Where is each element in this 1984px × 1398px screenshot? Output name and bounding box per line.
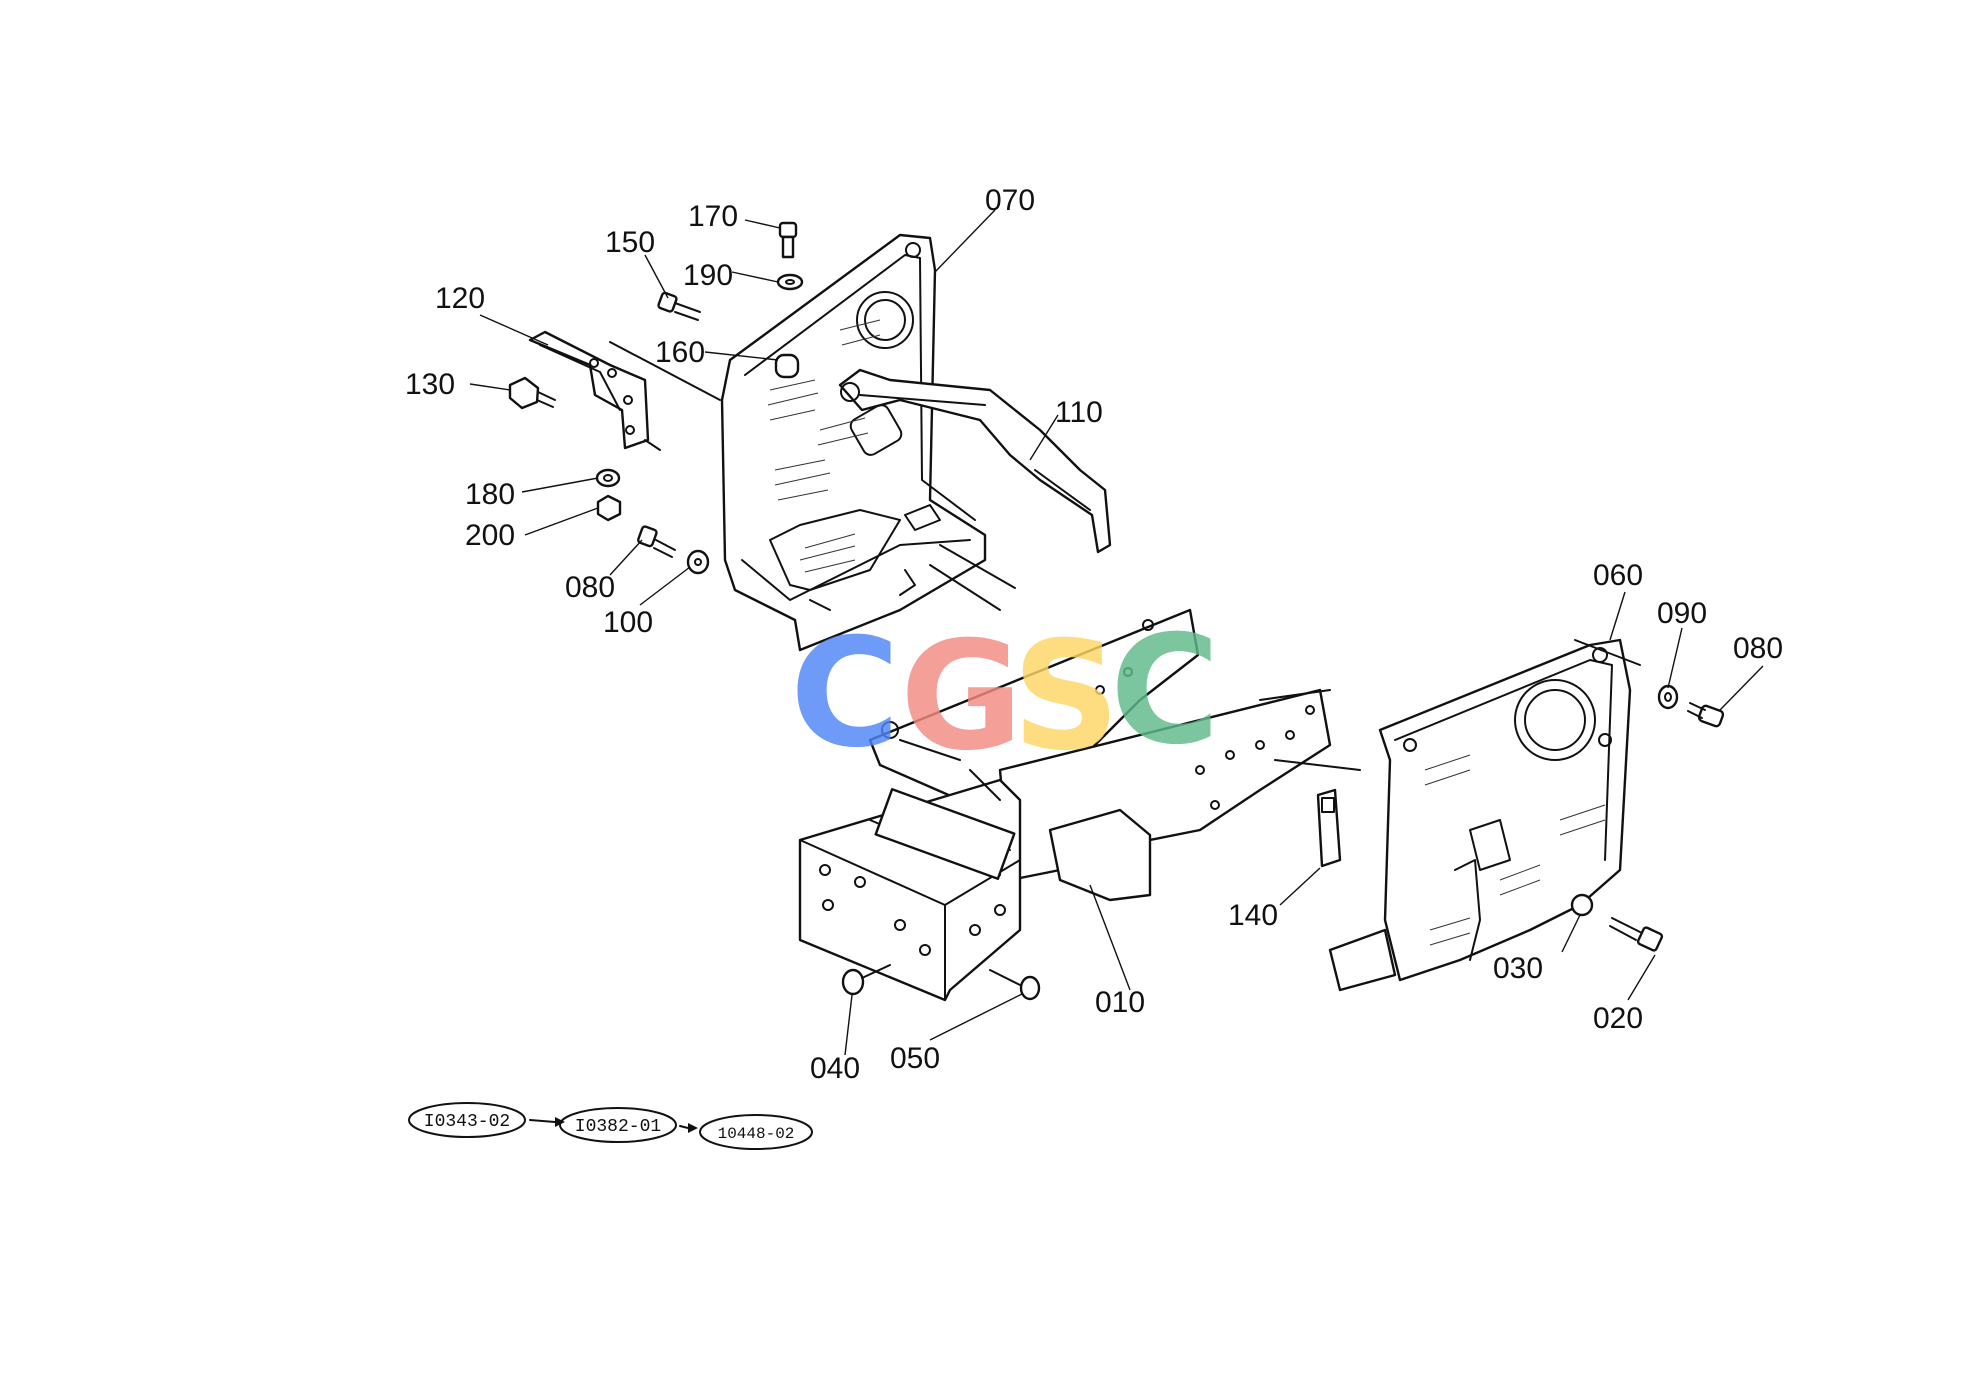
fasteners-left [508,221,804,575]
watermark-letter-3: S [1012,610,1120,784]
revision-code-2: I0382-01 [575,1117,661,1137]
label-050: 050 [890,1042,940,1075]
left-step-plate-070 [720,233,1016,652]
label-160: 160 [655,336,705,369]
label-170: 170 [688,200,738,233]
label-190: 190 [683,259,733,292]
revision-code-1: I0343-02 [424,1112,510,1132]
label-140: 140 [1228,899,1278,932]
label-030: 030 [1493,952,1543,985]
step-bracket-110 [838,368,1112,554]
label-200: 200 [465,519,515,552]
label-040: 040 [810,1052,860,1085]
label-080-right: 080 [1733,632,1783,665]
part-number-labels: 170 070 190 150 120 160 130 110 180 200 … [405,184,1783,1085]
watermark-letter-2: G [900,610,1023,784]
bracket-120 [528,330,721,451]
leader-lines [469,209,1764,1056]
label-090: 090 [1657,597,1707,630]
label-020: 020 [1593,1002,1643,1035]
strap-140 [1316,788,1342,868]
label-070: 070 [985,184,1035,217]
revision-code-3: 10448-02 [718,1125,795,1143]
label-110: 110 [1055,396,1103,429]
label-080-left: 080 [565,571,615,604]
label-060: 060 [1593,559,1643,592]
right-step-plate-060 [1328,638,1641,992]
label-150: 150 [605,226,655,259]
revision-flow: I0343-02 I0382-01 10448-02 [408,1102,813,1150]
watermark-letter-1: C [790,607,900,781]
watermark-logo: C G S C [790,604,1220,784]
label-180: 180 [465,478,515,511]
label-120: 120 [435,282,485,315]
watermark-letter-4: C [1110,604,1220,778]
frame-010 [798,608,1361,1002]
fasteners-right [841,684,1725,1001]
label-100: 100 [603,606,653,639]
label-130: 130 [405,368,455,401]
label-010: 010 [1095,986,1145,1019]
